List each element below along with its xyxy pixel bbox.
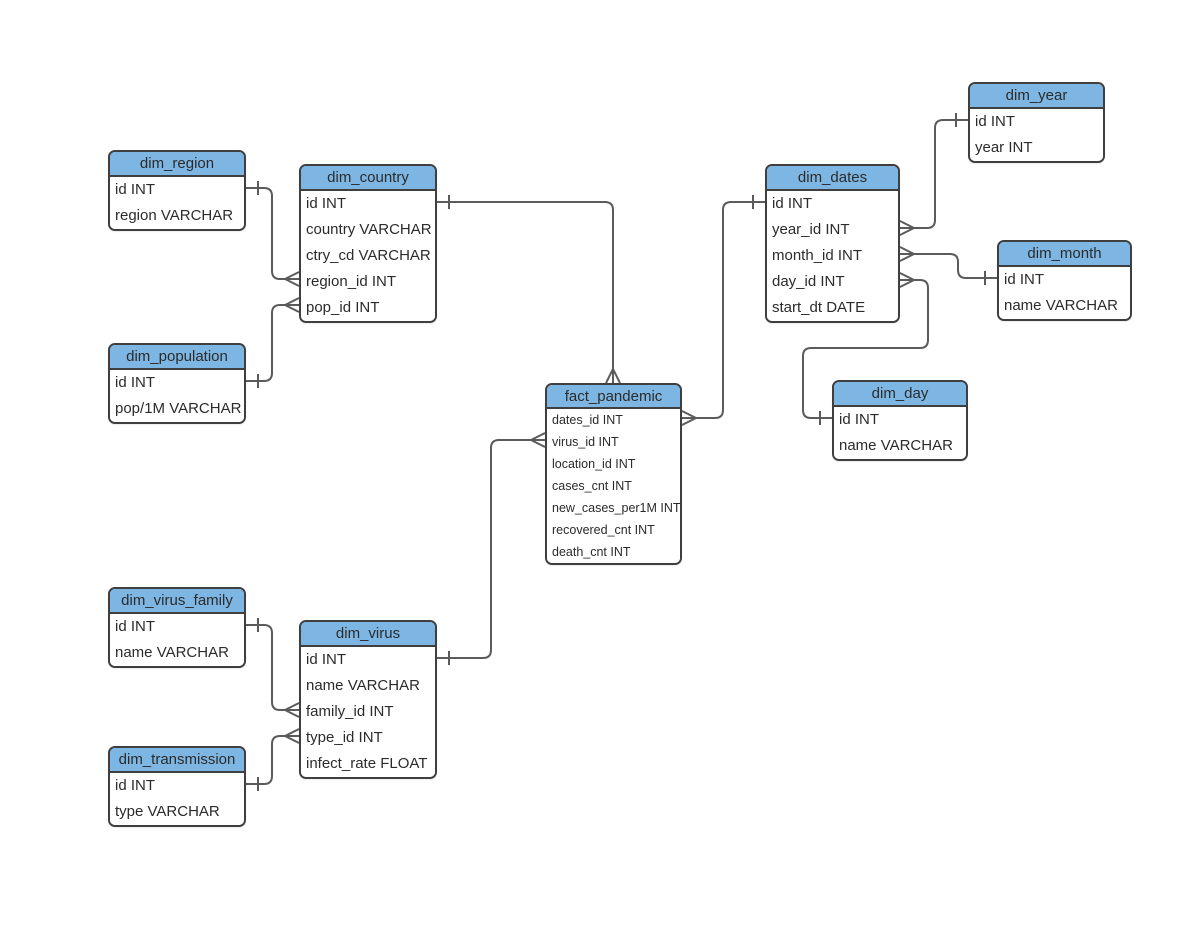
connector-line[interactable] [437, 201, 614, 383]
entity-title: dim_region [110, 152, 244, 177]
connector-line[interactable] [682, 201, 765, 419]
entity-attribute: type VARCHAR [110, 799, 244, 825]
entity-title: dim_population [110, 345, 244, 370]
connector-line[interactable] [246, 304, 299, 382]
entity-attribute: location_id INT [547, 453, 680, 475]
connector-line[interactable] [246, 735, 299, 785]
entity-attribute: id INT [110, 370, 244, 396]
entity-attribute: month_id INT [767, 243, 898, 269]
entity-attribute: year_id INT [767, 217, 898, 243]
entity-attribute: pop_id INT [301, 295, 435, 321]
entity-attribute: name VARCHAR [301, 673, 435, 699]
entity-attribute: pop/1M VARCHAR [110, 396, 244, 422]
cardinality-many-marker [284, 728, 300, 744]
connector-line[interactable] [802, 279, 929, 419]
entity-attribute: id INT [110, 614, 244, 640]
entity-title: dim_virus [301, 622, 435, 647]
entity-attribute: id INT [110, 773, 244, 799]
relationship-population-country[interactable] [246, 297, 300, 388]
entity-title: dim_dates [767, 166, 898, 191]
entity-attribute: name VARCHAR [110, 640, 244, 666]
entity-attribute: cases_cnt INT [547, 475, 680, 497]
entity-attribute: name VARCHAR [999, 293, 1130, 319]
entity-attribute: new_cases_per1M INT [547, 497, 680, 519]
entity-attribute: name VARCHAR [834, 433, 966, 459]
cardinality-many-marker [899, 220, 915, 236]
relationship-fact-dates[interactable] [681, 195, 765, 426]
relationship-region-country[interactable] [246, 181, 300, 287]
entity-attribute: region_id INT [301, 269, 435, 295]
relationship-dates-day[interactable] [802, 272, 929, 425]
relationship-transmission-virus[interactable] [246, 728, 300, 791]
relationship-fact-virus[interactable] [437, 432, 546, 665]
entity-attribute: ctry_cd VARCHAR [301, 243, 435, 269]
entity-title: dim_year [970, 84, 1103, 109]
entity-attribute: start_dt DATE [767, 295, 898, 321]
connector-line[interactable] [900, 119, 968, 229]
relationship-country-fact[interactable] [437, 195, 621, 384]
entity-title: dim_day [834, 382, 966, 407]
connector-line[interactable] [246, 624, 299, 711]
cardinality-many-marker [284, 271, 300, 287]
connector-line[interactable] [246, 187, 299, 280]
cardinality-many-marker [530, 432, 546, 448]
entity-attribute: id INT [970, 109, 1103, 135]
entity-title: dim_virus_family [110, 589, 244, 614]
cardinality-many-marker [605, 368, 621, 384]
cardinality-many-marker [681, 410, 697, 426]
entity-title: dim_country [301, 166, 435, 191]
cardinality-many-marker [284, 297, 300, 313]
connector-line[interactable] [900, 253, 997, 279]
entity-attribute: day_id INT [767, 269, 898, 295]
entity-title: dim_transmission [110, 748, 244, 773]
relationship-family-virus[interactable] [246, 618, 300, 718]
entity-attribute: infect_rate FLOAT [301, 751, 435, 777]
entity-attribute: id INT [110, 177, 244, 203]
entity-title: fact_pandemic [547, 385, 680, 409]
entity-title: dim_month [999, 242, 1130, 267]
entity-attribute: id INT [834, 407, 966, 433]
entity-attribute: recovered_cnt INT [547, 519, 680, 541]
entity-attribute: dates_id INT [547, 409, 680, 431]
entity-attribute: id INT [301, 191, 435, 217]
entity-attribute: family_id INT [301, 699, 435, 725]
relationship-dates-month[interactable] [899, 246, 997, 285]
entity-attribute: year INT [970, 135, 1103, 161]
entity-attribute: region VARCHAR [110, 203, 244, 229]
entity-attribute: id INT [767, 191, 898, 217]
cardinality-many-marker [899, 246, 915, 262]
connector-line[interactable] [437, 439, 545, 659]
entity-attribute: id INT [999, 267, 1130, 293]
relationship-dates-year[interactable] [899, 113, 968, 236]
entity-attribute: virus_id INT [547, 431, 680, 453]
entity-attribute: country VARCHAR [301, 217, 435, 243]
entity-attribute: type_id INT [301, 725, 435, 751]
entity-attribute: death_cnt INT [547, 541, 680, 563]
cardinality-many-marker [284, 702, 300, 718]
cardinality-many-marker [899, 272, 915, 288]
entity-attribute: id INT [301, 647, 435, 673]
